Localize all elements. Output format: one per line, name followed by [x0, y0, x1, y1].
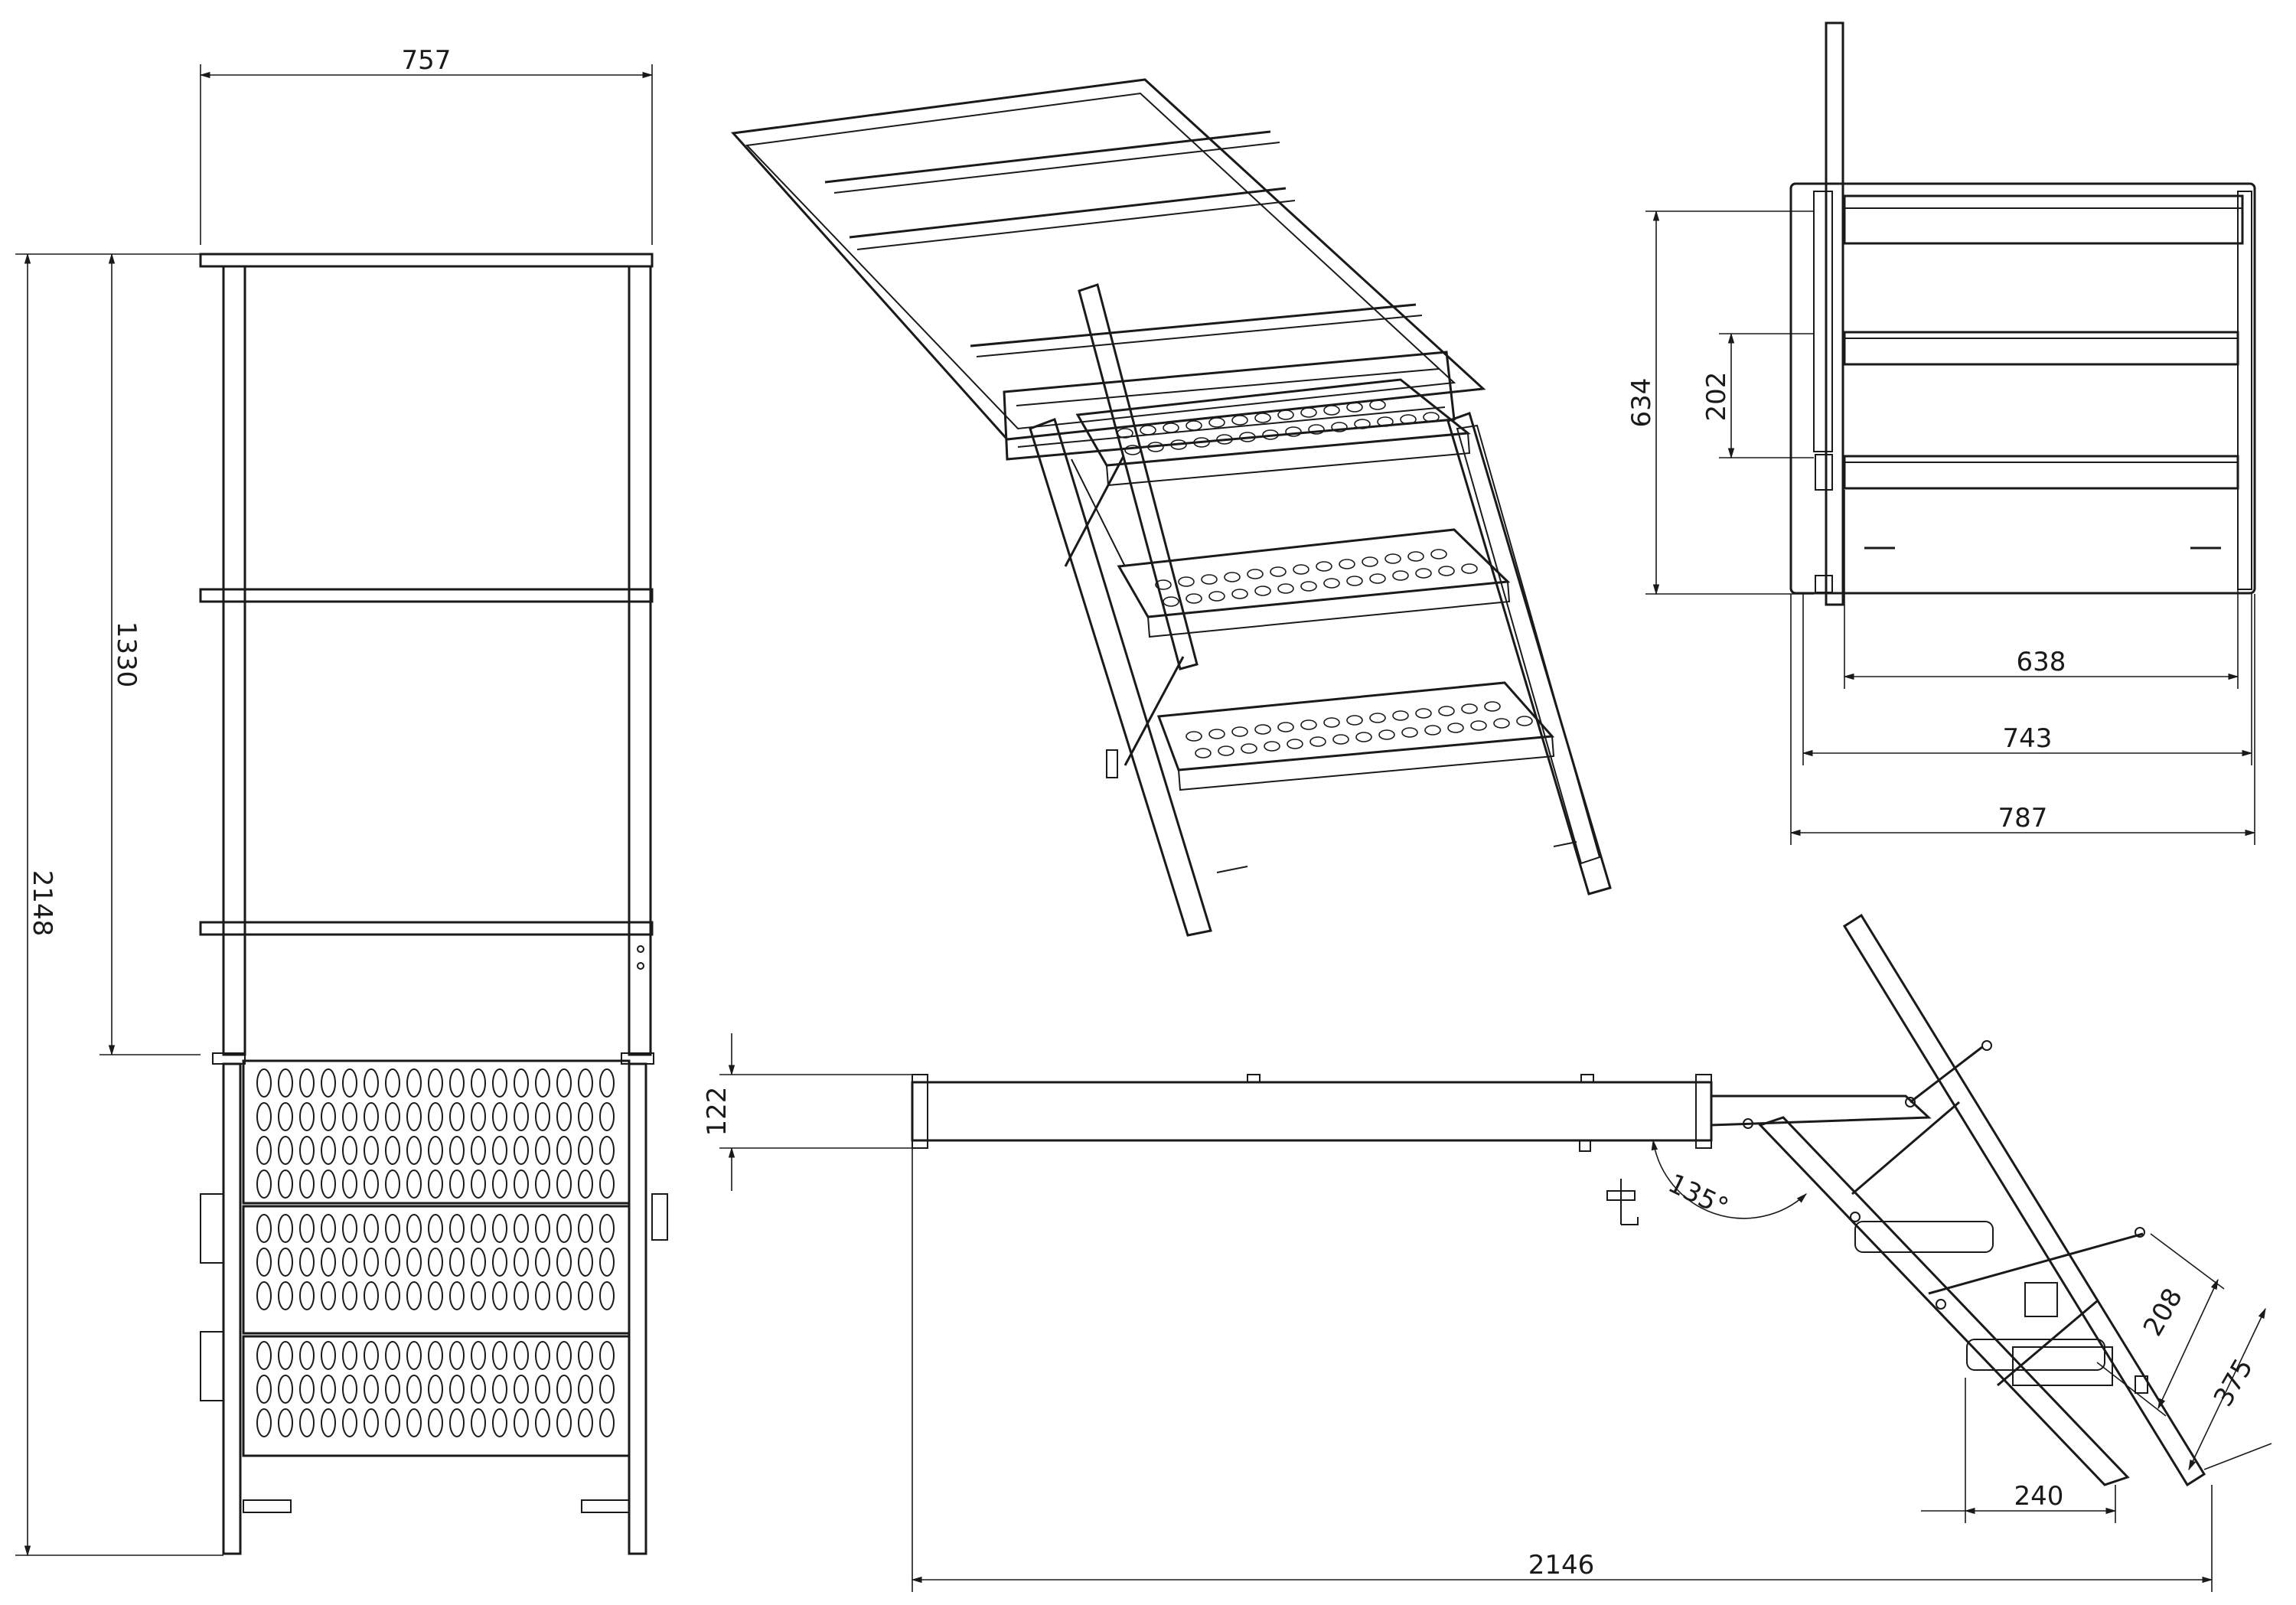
top-view: 634 202 638 743 787	[1626, 21, 2256, 845]
dim-top-inner-width: 638	[2017, 647, 2066, 677]
dim-side-total-length: 2146	[1528, 1550, 1595, 1581]
iso-step-1	[1075, 378, 1471, 487]
dim-front-width: 757	[402, 45, 452, 76]
dim-front-rail-height: 1330	[111, 621, 142, 688]
dim-side-angle: 135°	[1663, 1168, 1733, 1223]
isometric-view	[730, 78, 1612, 937]
front-step-1	[242, 1059, 631, 1205]
side-view: 122 135° 208 375 240 2146	[702, 913, 2272, 1592]
front-step-3	[242, 1335, 631, 1457]
dim-top-mid-width: 743	[2003, 723, 2053, 754]
dim-front-total-height: 2148	[27, 870, 57, 937]
dim-side-step-run: 375	[2208, 1353, 2259, 1411]
dim-side-step-depth: 208	[2138, 1283, 2189, 1341]
dim-side-height: 122	[702, 1087, 732, 1137]
dim-side-base: 240	[2014, 1481, 2064, 1512]
front-step-2	[242, 1205, 631, 1335]
iso-step-3	[1156, 681, 1555, 791]
dim-top-step-spacing: 202	[1701, 372, 1732, 422]
dim-top-outer-width: 787	[1998, 803, 2048, 833]
iso-step-2	[1117, 528, 1511, 638]
front-view: 757 2148 1330	[15, 45, 668, 1557]
dim-top-depth: 634	[1626, 378, 1657, 428]
